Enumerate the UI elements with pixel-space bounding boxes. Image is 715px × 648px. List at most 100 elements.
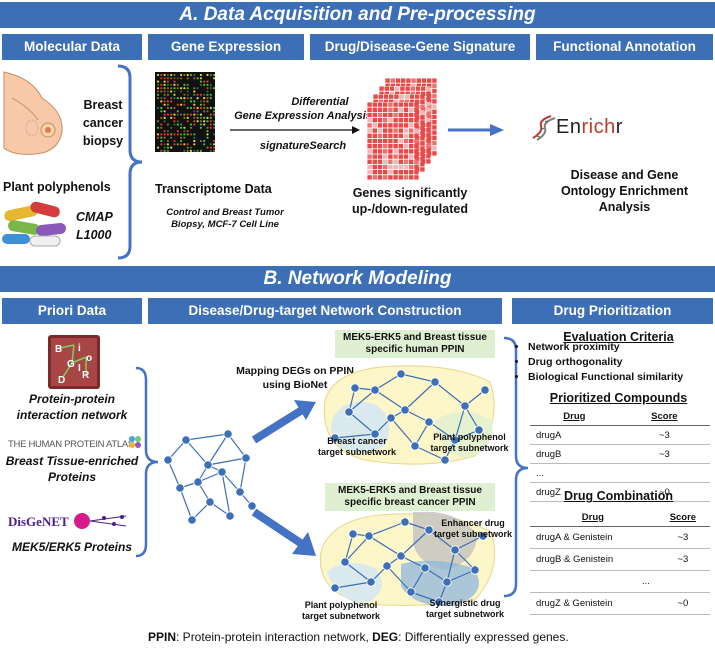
drug-cell: drugB & Genistein: [530, 548, 656, 571]
table-row: drugA~3: [530, 425, 710, 445]
drug-cell: drugB: [530, 444, 619, 464]
human-ppin-network: [323, 365, 495, 465]
table-row: drugB & Genistein~3: [530, 548, 710, 571]
l1000-label: L1000: [76, 228, 112, 242]
enrichr-logo: Enrichr: [556, 116, 623, 139]
differential-arrow: [230, 126, 360, 134]
enhancer-line1: Enhancer drug: [441, 518, 505, 528]
combination-header-drug: Drug: [530, 508, 656, 527]
drug-cell: drugZ: [530, 482, 619, 502]
drug-cell: ...: [530, 570, 656, 593]
svg-text:R: R: [82, 370, 90, 381]
signature-search-label: signatureSearch: [259, 140, 347, 152]
breast-cancer-subnetwork-label: Breast cancer target subnetwork: [312, 436, 402, 458]
synergistic-line2: target subnetwork: [425, 609, 504, 619]
evaluation-criteria-title: Evaluation Criteria: [563, 330, 674, 344]
table-row: drugB~3: [530, 444, 710, 464]
dna-icon: [532, 115, 556, 141]
differential-label-1: Differential: [291, 96, 349, 108]
plant2-line1: Plant polyphenol: [304, 600, 378, 610]
plant2-label: Plant polyphenol target subnetwork: [296, 600, 386, 622]
ppi-label-2: interaction network: [16, 408, 128, 422]
human-ppin-tag-line2: specific human PPIN: [365, 344, 465, 355]
plant-subnetwork-label: Plant polyphenol target subnetwork: [422, 432, 517, 454]
breast-illustration: [3, 71, 63, 155]
enrichr-logo-rich: rich: [581, 116, 616, 138]
mek5-erk5-label: MEK5/ERK5 Proteins: [11, 540, 133, 554]
hpa-dots-icon: [129, 436, 141, 448]
priori-brace: [135, 366, 159, 558]
plant2-line2: target subnetwork: [301, 611, 380, 621]
drug-combination-title: Drug Combination: [563, 489, 673, 503]
compounds-header-row: Drug Score: [530, 407, 710, 426]
cancer-ppin-tag-line2: specific breast cancer PPIN: [344, 497, 476, 508]
svg-text:G: G: [67, 359, 75, 370]
molecular-data-brace: [117, 64, 143, 260]
svg-text:D: D: [58, 375, 65, 386]
table-row: drugA & Genistein~3: [530, 526, 710, 549]
ppin-network-graphic: [163, 429, 257, 525]
microarray-image: [155, 72, 215, 152]
score-cell: ~0: [618, 482, 710, 502]
hpa-label-1: Breast Tissue-enriched: [5, 454, 139, 468]
score-cell: ~3: [618, 444, 710, 464]
transcriptome-sub2: Biopsy, MCF-7 Cell Line: [171, 219, 279, 230]
compounds-table: Drug Score drugA~3 drugB~3 ... drugZ~0: [530, 407, 710, 502]
drug-cell: ...: [530, 463, 619, 483]
criteria-item-network-proximity: Network proximity: [528, 340, 683, 355]
enhancer-line2: target subnetwork: [433, 529, 512, 539]
score-cell: ~3: [655, 526, 710, 549]
drug-cell: drugA & Genistein: [530, 526, 656, 549]
enrichment-label-3: Analysis: [598, 200, 651, 214]
svg-text:I: I: [78, 363, 81, 374]
enhancer-label: Enhancer drug target subnetwork: [428, 518, 518, 540]
header-functional-annotation: Functional Annotation: [536, 34, 713, 60]
footer-ppin: PPIN: [148, 630, 177, 644]
criteria-item-drug-orthogonality: Drug orthogonality: [528, 355, 683, 370]
plant-subnetwork-line1: Plant polyphenol: [433, 432, 506, 442]
mapping-label-2: using BioNet: [262, 379, 328, 391]
cmap-label: CMAP: [76, 210, 113, 224]
table-row: drugZ & Genistein~0: [530, 592, 710, 615]
breast-cancer-biopsy-label: Breast cancer biopsy: [82, 98, 124, 148]
cancer-ppin-network: [319, 512, 496, 607]
enrichr-arrow: [448, 124, 504, 136]
cancer-ppin-tag: MEK5-ERK5 and Breast tissue specific bre…: [325, 483, 495, 511]
synergistic-line1: Synergistic drug: [429, 598, 501, 608]
footer-deg-def: : Differentially expressed genes.: [398, 630, 569, 644]
header-priori-data: Priori Data: [2, 298, 142, 324]
criteria-list: Network proximity Drug orthogonality Bio…: [512, 340, 683, 385]
enrichr-logo-r: r: [615, 116, 623, 138]
genes-label-2: up-/down-regulated: [352, 202, 468, 216]
genes-label-1: Genes significantly: [352, 186, 468, 200]
transcriptome-data-label: Transcriptome Data: [155, 182, 272, 196]
header-gene-expression: Gene Expression: [148, 34, 304, 60]
breast-cancer-subnetwork-line1: Breast cancer: [327, 436, 387, 446]
svg-text:B: B: [55, 344, 62, 355]
drug-cell: drugZ & Genistein: [530, 592, 656, 615]
plant-polyphenols-label: Plant polyphenols: [3, 180, 111, 194]
section-a-banner: A. Data Acquisition and Pre-processing: [0, 2, 715, 28]
score-cell: ~3: [618, 425, 710, 445]
human-protein-atlas-logo: THE HUMAN PROTEIN ATLAS: [8, 439, 134, 450]
synergistic-label: Synergistic drug target subnetwork: [420, 598, 510, 620]
combination-header-score: Score: [655, 508, 710, 527]
enrichment-label-2: Ontology Enrichment: [560, 184, 689, 198]
prioritized-compounds-title: Prioritized Compounds: [549, 391, 688, 405]
transcriptome-sub1: Control and Breast Tumor: [166, 207, 284, 218]
svg-text:o: o: [86, 353, 92, 364]
table-row: ...: [530, 570, 710, 593]
compounds-header-score: Score: [618, 407, 710, 426]
cancer-ppin-tag-line1: MEK5-ERK5 and Breast tissue: [338, 485, 482, 496]
enrichment-label-1: Disease and Gene: [570, 168, 679, 182]
footer-legend: PPIN: Protein-protein interaction networ…: [148, 630, 569, 644]
score-cell: [618, 463, 710, 483]
breast-cancer-subnetwork-line2: target subnetwork: [317, 447, 396, 457]
disgenet-graphic: [74, 513, 127, 529]
table-row: ...: [530, 463, 710, 483]
heatmap-image: [367, 78, 437, 180]
enrichr-logo-en: En: [556, 116, 582, 138]
header-network-construction: Disease/Drug-target Network Construction: [148, 298, 502, 324]
arrow-to-cancer-ppin: [251, 508, 316, 556]
